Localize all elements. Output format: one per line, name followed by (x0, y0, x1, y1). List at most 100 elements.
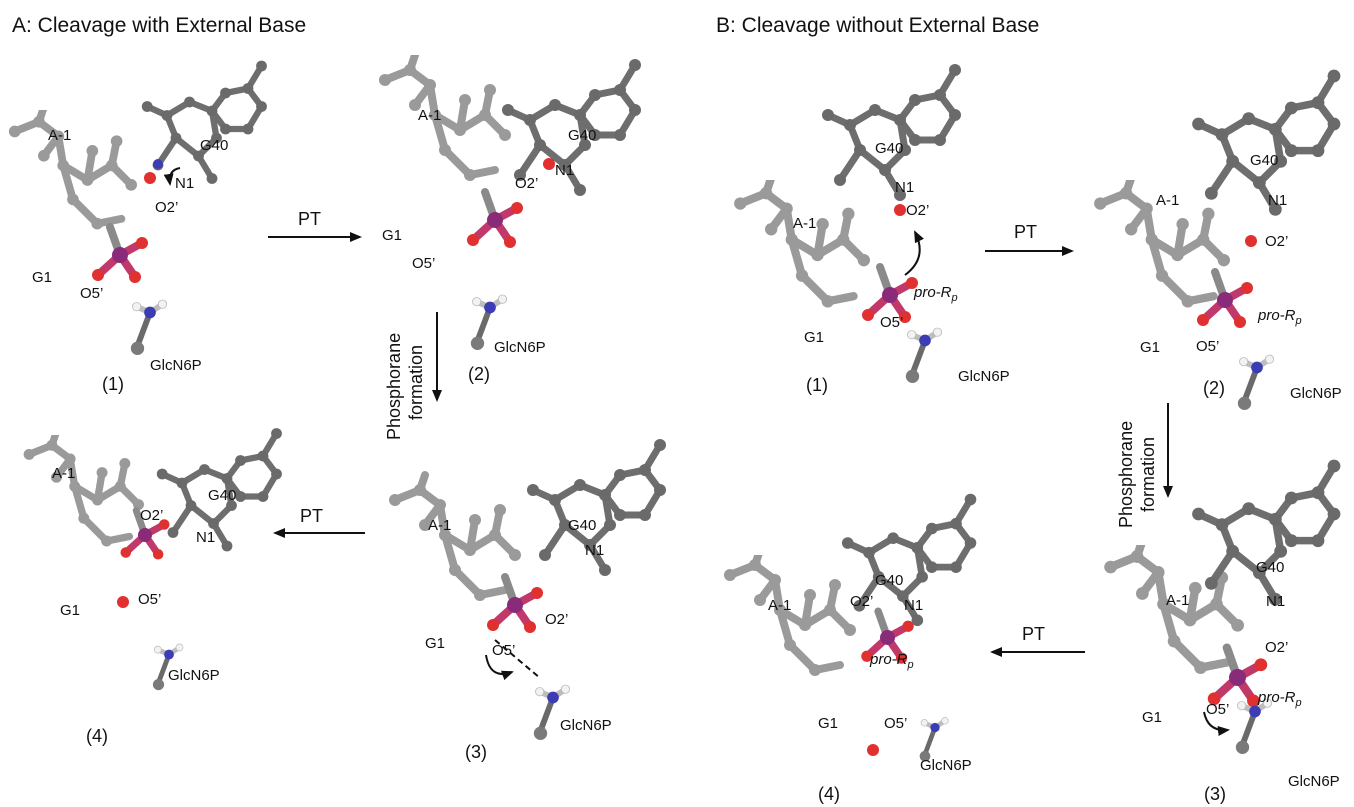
label-b1-pro: pro-Rp (913, 284, 958, 304)
label-b1-glc: GlcN6P (958, 368, 1010, 385)
label-b4-pro: pro-Rp (869, 651, 914, 671)
arrow-a-pt-1-2-label: PT (298, 209, 321, 229)
arrow-b-pt-1-2: PT (985, 222, 1074, 256)
label-b1-g40: G40 (875, 140, 903, 157)
label-b1-pro-sub: p (951, 292, 958, 304)
label-b2-o2: O2’ (1265, 233, 1288, 250)
step-b2: (2) (1203, 378, 1225, 398)
label-b3-g1: G1 (1142, 709, 1162, 726)
label-b3-pro-sub: p (1295, 697, 1302, 709)
label-b1-o5: O5’ (880, 314, 903, 331)
label-b3-a1: A-1 (1166, 592, 1189, 609)
label-a3-a1: A-1 (428, 517, 451, 534)
structure-a2: A-1 G40 N1 O2’ G1 O5’ GlcN6P (2) (379, 55, 641, 384)
step-b4: (4) (818, 784, 840, 804)
label-a1-a1: A-1 (48, 127, 71, 144)
label-b3-pro-main: pro-R (1257, 689, 1296, 706)
arrow-a-phos-line2: formation (406, 345, 426, 420)
label-a3-n1: N1 (585, 542, 604, 559)
label-a3-o2: O2’ (545, 611, 568, 628)
label-b2-o5: O5’ (1196, 338, 1219, 355)
structure-b4: A-1 G40 N1 O2’ pro-Rp G1 O5’ GlcN6P (4) (724, 494, 976, 804)
step-b1: (1) (806, 375, 828, 395)
label-b4-g40: G40 (875, 572, 903, 589)
arrow-b-pt-3-4-label: PT (1022, 624, 1045, 644)
label-b3-pro: pro-Rp (1257, 689, 1302, 709)
arrow-b-phos-line2: formation (1138, 437, 1158, 512)
label-b2-g40: G40 (1250, 152, 1278, 169)
label-b1-a1: A-1 (793, 215, 816, 232)
label-b1-pro-main: pro-R (913, 284, 952, 301)
label-b3-o2: O2’ (1265, 639, 1288, 656)
label-a1-g1: G1 (32, 269, 52, 286)
label-b2-pro-sub: p (1295, 315, 1302, 327)
label-b4-g1: G1 (818, 715, 838, 732)
label-b2-g1: G1 (1140, 339, 1160, 356)
label-b2-n1: N1 (1268, 192, 1287, 209)
label-a2-o5: O5’ (412, 255, 435, 272)
label-b3-glc: GlcN6P (1288, 773, 1340, 790)
label-b4-a1: A-1 (768, 597, 791, 614)
label-b1-g1: G1 (804, 329, 824, 346)
label-b3-n1: N1 (1266, 593, 1285, 610)
label-a2-n1: N1 (555, 162, 574, 179)
label-a3-g40: G40 (568, 517, 596, 534)
arrow-a-phosphorane: Phosphorane formation (384, 312, 442, 440)
arrow-a-pt-3-4-label: PT (300, 506, 323, 526)
label-b1-o2: O2’ (906, 202, 929, 219)
label-a2-g40: G40 (568, 127, 596, 144)
label-b4-o2: O2’ (850, 593, 873, 610)
label-a4-g40: G40 (208, 487, 236, 504)
structure-b3: A-1 G40 N1 O2’ pro-Rp G1 O5’ GlcN6P (3) (1104, 460, 1340, 804)
label-a1-o2: O2’ (155, 199, 178, 216)
label-b3-o5: O5’ (1206, 701, 1229, 718)
label-a1-g40: G40 (200, 137, 228, 154)
label-a3-o5: O5’ (492, 642, 515, 659)
label-a4-o2: O2’ (140, 507, 163, 524)
structure-a3: A-1 G40 N1 O2’ G1 O5’ GlcN6P (3) (389, 439, 666, 762)
arrow-b-pt-1-2-label: PT (1014, 222, 1037, 242)
arrow-a-pt-3-4: PT (273, 506, 365, 538)
label-b4-o5: O5’ (884, 715, 907, 732)
structure-b1: A-1 G40 N1 O2’ pro-Rp G1 O5’ GlcN6P (1) (734, 64, 1010, 395)
label-a4-a1: A-1 (52, 465, 75, 482)
step-a4: (4) (86, 726, 108, 746)
structure-b2: A-1 G40 N1 O2’ pro-Rp G1 O5’ GlcN6P (2) (1094, 70, 1342, 410)
label-b2-pro-main: pro-R (1257, 307, 1296, 324)
label-a1-glc: GlcN6P (150, 357, 202, 374)
structure-a1: A-1 G40 N1 O2’ G1 O5’ GlcN6P (1) (9, 61, 267, 394)
label-a2-o2: O2’ (515, 175, 538, 192)
label-a1-n1: N1 (175, 175, 194, 192)
arrow-b-phos-line1: Phosphorane (1116, 421, 1136, 528)
label-a4-o5: O5’ (138, 591, 161, 608)
label-a4-n1: N1 (196, 529, 215, 546)
label-a2-glc: GlcN6P (494, 339, 546, 356)
label-a4-glc: GlcN6P (168, 667, 220, 684)
label-a2-g1: G1 (382, 227, 402, 244)
label-a3-g1: G1 (425, 635, 445, 652)
label-b4-n1: N1 (904, 597, 923, 614)
structure-a4: A-1 G40 N1 O2’ G1 O5’ GlcN6P (4) (24, 428, 282, 746)
step-a1: (1) (102, 374, 124, 394)
label-b1-n1: N1 (895, 179, 914, 196)
step-b3: (3) (1204, 784, 1226, 804)
panel-a-title: A: Cleavage with External Base (12, 14, 306, 37)
step-a2: (2) (468, 364, 490, 384)
label-b2-pro: pro-Rp (1257, 307, 1302, 327)
label-b2-glc: GlcN6P (1290, 385, 1342, 402)
label-a4-g1: G1 (60, 602, 80, 619)
label-a3-glc: GlcN6P (560, 717, 612, 734)
arrow-a-pt-1-2: PT (268, 209, 362, 242)
arrow-a-phos-line1: Phosphorane (384, 333, 404, 440)
label-b3-g40: G40 (1256, 559, 1284, 576)
label-b4-pro-sub: p (907, 659, 914, 671)
label-b4-glc: GlcN6P (920, 757, 972, 774)
label-b2-a1: A-1 (1156, 192, 1179, 209)
label-b4-pro-main: pro-R (869, 651, 908, 668)
step-a3: (3) (465, 742, 487, 762)
arrow-b-pt-3-4: PT (990, 624, 1085, 657)
label-a1-o5: O5’ (80, 285, 103, 302)
label-a2-a1: A-1 (418, 107, 441, 124)
arrow-b-phosphorane: Phosphorane formation (1116, 403, 1173, 528)
